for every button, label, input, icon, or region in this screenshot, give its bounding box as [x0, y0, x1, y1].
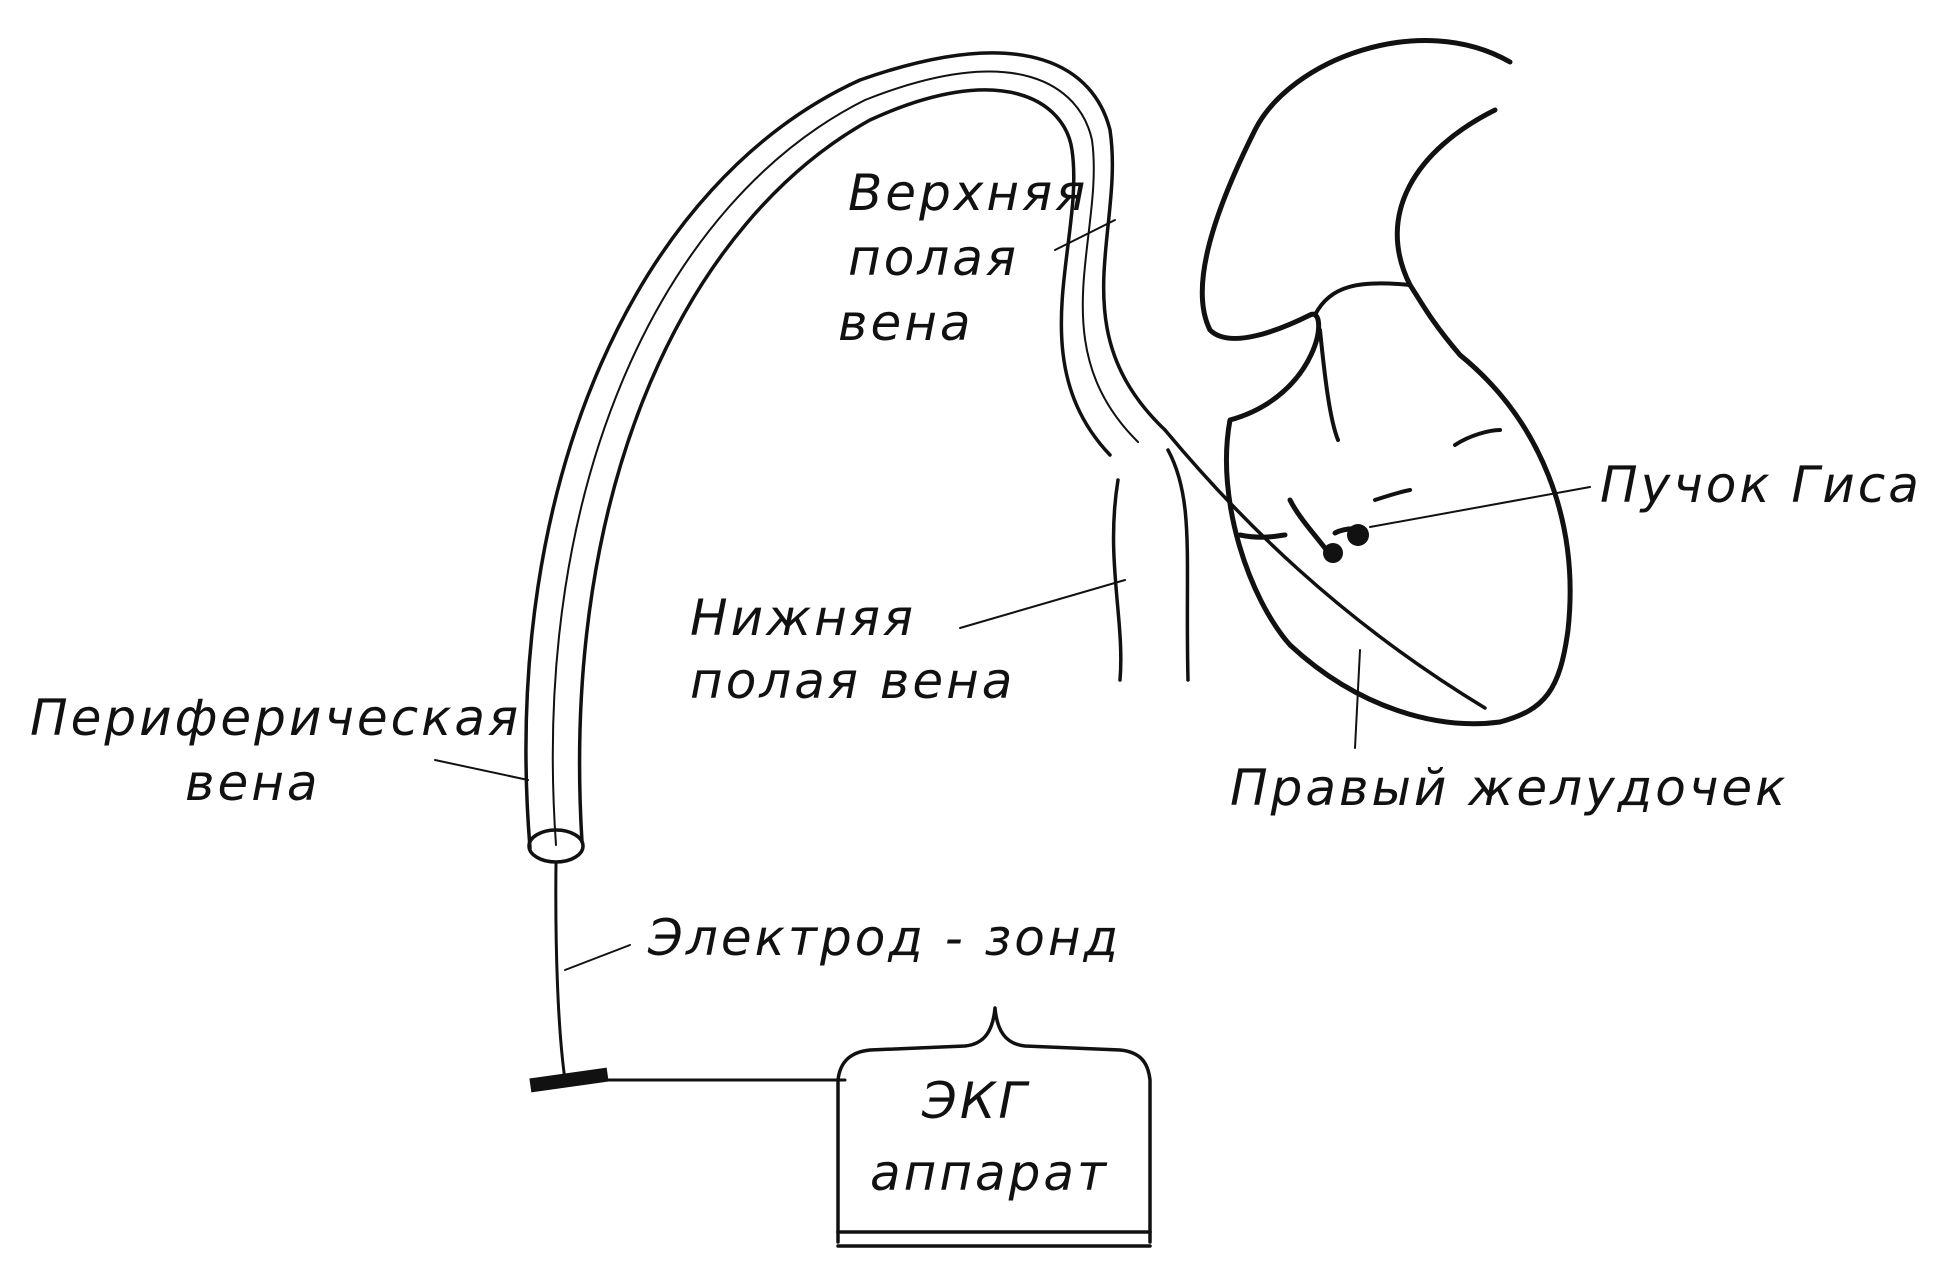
bundle-of-his-marker — [1323, 524, 1369, 563]
ecg-device-box — [836, 1006, 1152, 1248]
leader-lines — [434, 219, 1591, 971]
label-inferior-vena-cava-2: полая вена — [690, 652, 1015, 710]
inferior-vena-cava-walls — [1111, 448, 1190, 682]
label-peripheral-vein-1: Периферическая — [30, 689, 521, 747]
label-right-ventricle: Правый желудочек — [1230, 759, 1788, 817]
label-superior-vena-cava-1: Верхняя — [848, 164, 1088, 222]
catheter-tip — [1163, 428, 1487, 710]
label-electrode-probe: Электрод - зонд — [647, 909, 1121, 967]
label-ecg-device-2: аппарат — [870, 1144, 1109, 1202]
electrode-wire — [554, 860, 847, 1082]
label-bundle-of-his: Пучок Гиса — [1600, 456, 1922, 514]
label-ecg-device-1: ЭКГ — [921, 1072, 1030, 1130]
heart-outline — [1199, 38, 1573, 727]
label-superior-vena-cava-2: полая — [848, 229, 1019, 287]
catheter-tube — [524, 51, 1487, 864]
label-peripheral-vein-2: вена — [185, 754, 321, 812]
label-superior-vena-cava-3: вена — [838, 294, 974, 352]
label-inferior-vena-cava-1: Нижняя — [690, 589, 916, 647]
electrode-connector — [529, 1067, 609, 1093]
